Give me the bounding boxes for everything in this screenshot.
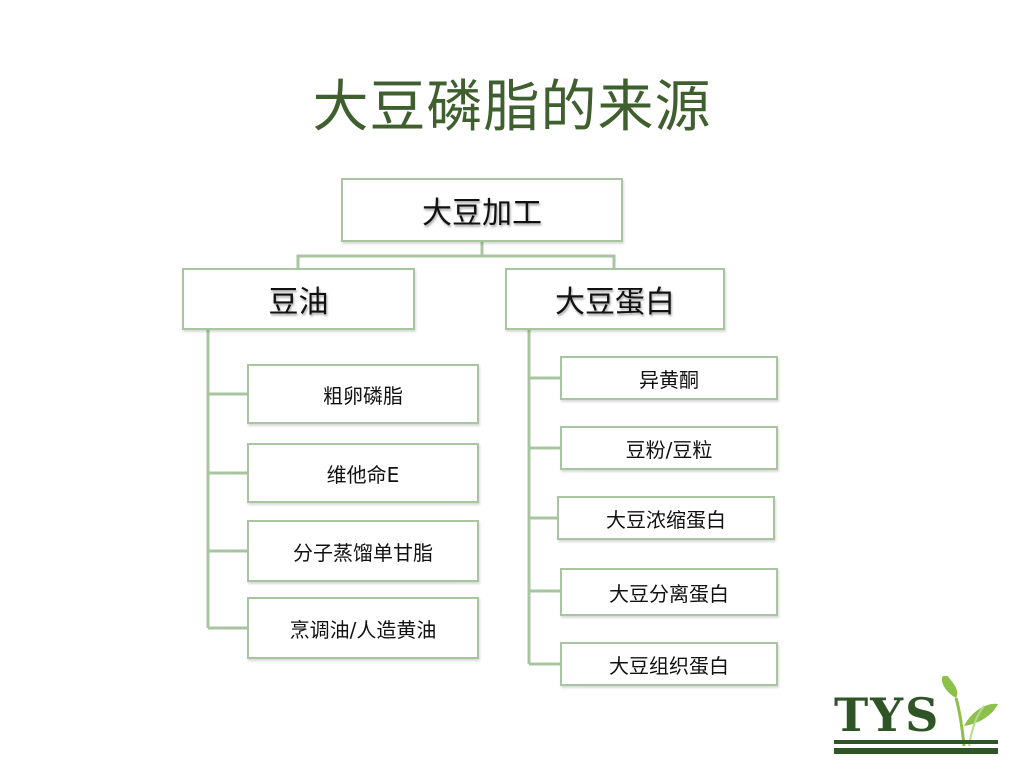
- root-node: 大豆加工: [341, 178, 623, 242]
- leaf-node: 维他命E: [247, 443, 479, 503]
- leaf-node: 粗卵磷脂: [247, 364, 479, 424]
- leaf-node: 烹调油/人造黄油: [247, 597, 479, 659]
- leaf-node: 大豆浓缩蛋白: [557, 496, 775, 540]
- leaf-node: 分子蒸馏单甘脂: [247, 520, 479, 582]
- logo-text: TYS: [834, 688, 941, 742]
- page-title: 大豆磷脂的来源: [312, 75, 712, 140]
- branch-node-soy-protein: 大豆蛋白: [505, 268, 725, 330]
- branch-node-soybean-oil: 豆油: [182, 268, 415, 330]
- leaf-node: 豆粉/豆粒: [560, 426, 778, 470]
- leaf-node: 异黄酮: [560, 356, 778, 400]
- leaf-node: 大豆分离蛋白: [560, 568, 778, 616]
- sprout-icon: [834, 676, 998, 754]
- company-logo: TYS: [834, 676, 1004, 760]
- leaf-node: 大豆组织蛋白: [560, 642, 778, 686]
